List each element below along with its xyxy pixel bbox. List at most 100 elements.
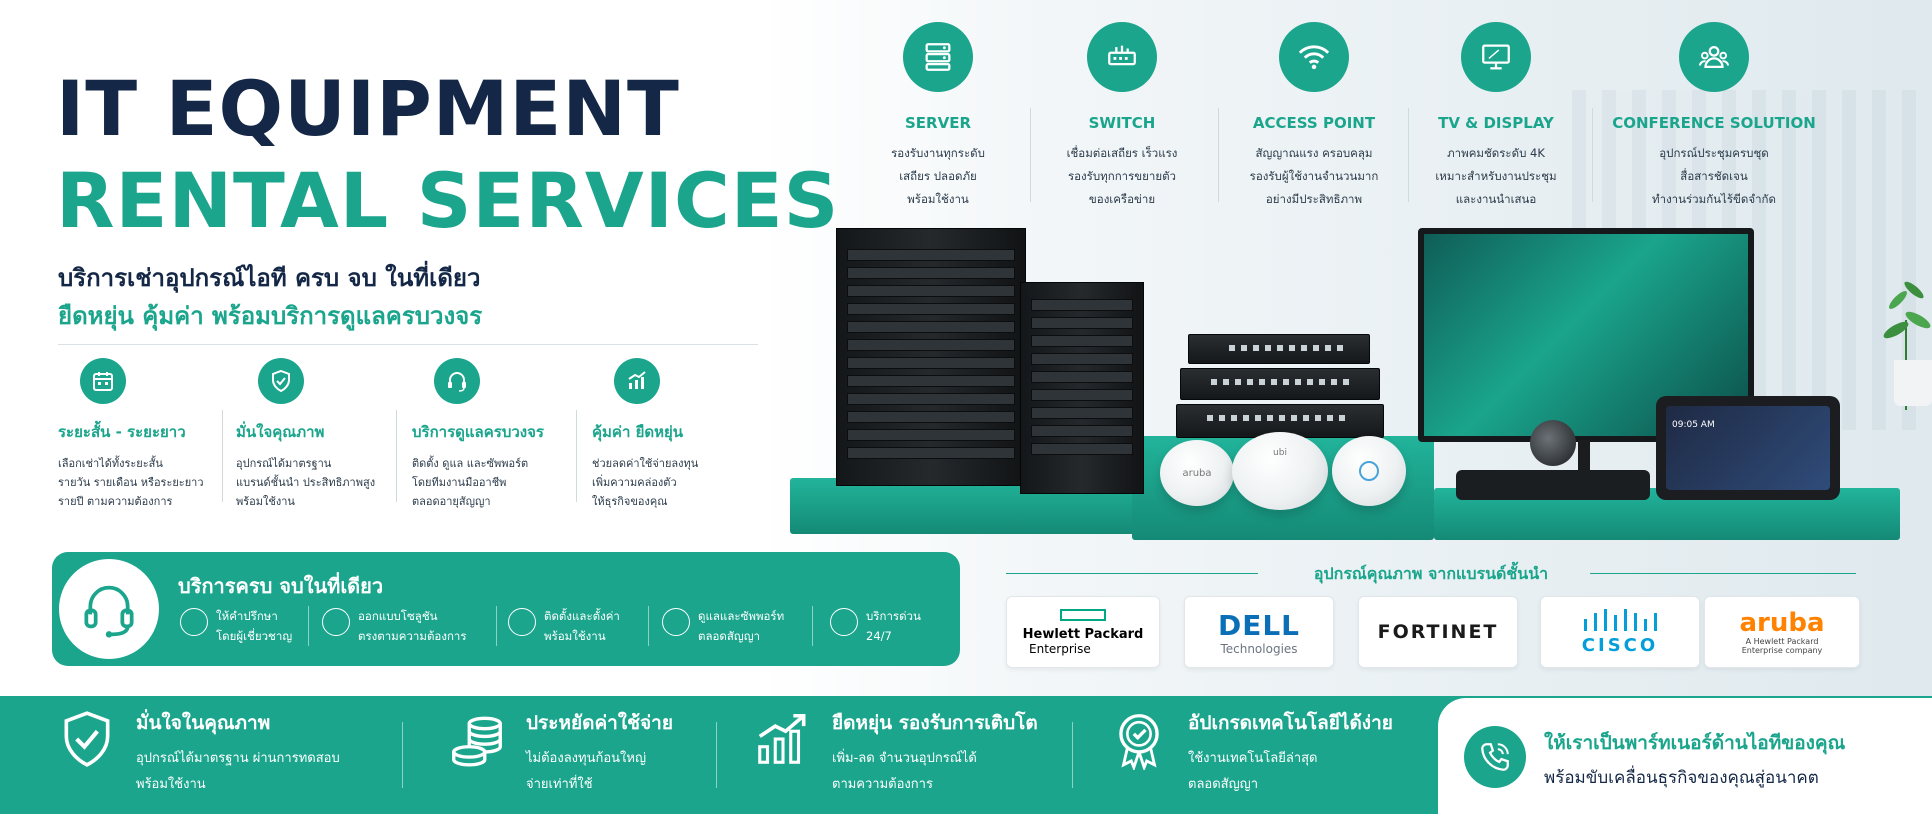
server-rack (836, 228, 1026, 486)
feature-desc: เลือกเช่าได้ทั้งระยะสั้นรายวัน รายเดือน … (58, 457, 204, 508)
conference-soundbar (1456, 470, 1650, 500)
category-conference[interactable]: CONFERENCE SOLUTION อุปกรณ์ประชุมครบชุดส… (1582, 22, 1846, 211)
benefit-upgrade: อัปเกรดเทคโนโลยีได้ง่าย ใช้งานเทคโนโลยีล… (1108, 708, 1393, 798)
feature-rental-term: ระยะสั้น - ระยะยาว เลือกเช่าได้ทั้งระยะส… (58, 358, 228, 511)
category-title: CONFERENCE SOLUTION (1612, 114, 1816, 132)
benefit-flexible: ยืดหยุ่น รองรับการเติบโต เพิ่ม-ลด จำนวนอ… (752, 708, 1038, 798)
cisco-bars-icon (1584, 608, 1657, 631)
brand-aruba: aruba A Hewlett Packard Enterprise compa… (1704, 596, 1860, 668)
benefit-desc: ไม่ต้องลงทุนก้อนใหญ่จ่ายเท่าที่ใช้ (526, 751, 647, 792)
access-point-aruba: aruba (1160, 440, 1234, 506)
feature-desc: ช่วยลดค่าใช้จ่ายลงทุนเพิ่มความคล่องตัวให… (592, 457, 699, 508)
category-switch[interactable]: SWITCH เชื่อมต่อเสถียร เร็วแรงรองรับทุกก… (1032, 22, 1212, 211)
feature-desc: อุปกรณ์ได้มาตรฐานแบรนด์ชั้นนำ ประสิทธิภา… (236, 457, 376, 508)
benefit-title: ประหยัดค่าใช้จ่าย (526, 712, 673, 734)
brand-hpe: Hewlett Packard Enterprise (1006, 596, 1160, 668)
subheadline-1: บริการเช่าอุปกรณ์ไอที ครบ จบ ในที่เดียว (58, 264, 481, 292)
calendar-icon (80, 358, 126, 404)
feature-title: มั่นใจคุณภาพ (236, 423, 325, 441)
service-separator (648, 606, 649, 646)
category-separator (1592, 108, 1593, 202)
category-title: ACCESS POINT (1252, 114, 1376, 132)
feature-separator (222, 410, 223, 502)
design-icon (322, 608, 350, 636)
service-strip-title: บริการครบ จบในที่เดียว (178, 574, 384, 598)
partner-subtitle: พร้อมขับเคลื่อนธุรกิจของคุณสู่อนาคต (1544, 768, 1819, 788)
tv-stand (1578, 440, 1590, 474)
subheadline-2: ยืดหยุ่น คุ้มค่า พร้อมบริการดูแลครบวงจร (58, 302, 483, 330)
category-desc: เชื่อมต่อเสถียร เร็วแรงรองรับทุกการขยายต… (1066, 146, 1178, 206)
feature-quality: มั่นใจคุณภาพ อุปกรณ์ได้มาตรฐานแบรนด์ชั้น… (236, 358, 406, 511)
category-desc: อุปกรณ์ประชุมครบชุดสื่อสารชัดเจนทำงานร่ว… (1652, 146, 1776, 206)
benefit-title: อัปเกรดเทคโนโลยีได้ง่าย (1188, 712, 1393, 734)
benefit-separator (716, 722, 717, 788)
growth-chart-icon (614, 358, 660, 404)
network-switch (1180, 368, 1380, 400)
benefit-desc: อุปกรณ์ได้มาตรฐาน ผ่านการทดสอบพร้อมใช้งา… (136, 751, 340, 792)
support-icon (662, 608, 690, 636)
switch-icon (1087, 22, 1157, 92)
conference-icon (1679, 22, 1749, 92)
advice-icon (180, 608, 208, 636)
feature-full-service: บริการดูแลครบวงจร ติดตั้ง ดูแล และซัพพอร… (412, 358, 582, 511)
service-item-support: ดูแลและซัพพอร์ทตลอดสัญญา (662, 606, 784, 646)
headline-line-1: IT EQUIPMENT (56, 64, 680, 153)
headset-icon (434, 358, 480, 404)
feature-value: คุ้มค่า ยืดหยุ่น ช่วยลดค่าใช้จ่ายลงทุนเพ… (592, 358, 762, 511)
shield-check-icon (56, 708, 118, 770)
benefit-separator (402, 722, 403, 788)
service-separator (496, 606, 497, 646)
access-point-ubi: ubi (1232, 432, 1328, 510)
benefit-title: ยืดหยุ่น รองรับการเติบโต (832, 712, 1038, 734)
coins-icon (446, 708, 508, 770)
service-item-install: ติดตั้งและตั้งค่าพร้อมใช้งาน (508, 606, 620, 646)
plant-pot (1894, 360, 1932, 406)
24-7-icon (830, 608, 858, 636)
category-separator (1408, 108, 1409, 202)
benefit-desc: ใช้งานเทคโนโลยีล่าสุดตลอดสัญญา (1188, 751, 1318, 792)
service-item-advice: ให้คำปรึกษาโดยผู้เชี่ยวชาญ (180, 606, 292, 646)
install-icon (508, 608, 536, 636)
server-icon (903, 22, 973, 92)
feature-separator (396, 410, 397, 502)
feature-title: คุ้มค่า ยืดหยุ่น (592, 423, 684, 441)
category-server[interactable]: SERVER รองรับงานทุกระดับเสถียร ปลอดภัยพร… (848, 22, 1028, 211)
service-item-design: ออกแบบโซลูชันตรงตามความต้องการ (322, 606, 467, 646)
category-title: TV & DISPLAY (1438, 114, 1554, 132)
benefit-title: มั่นใจในคุณภาพ (136, 712, 271, 734)
growth-chart-icon (752, 708, 814, 770)
brand-title-line (1006, 573, 1258, 574)
category-access-point[interactable]: ACCESS POINT สัญญาณแรง ครอบคลุมรองรับผู้… (1224, 22, 1404, 211)
wifi-icon (1279, 22, 1349, 92)
brand-fortinet: FORTINET (1358, 596, 1518, 668)
category-desc: สัญญาณแรง ครอบคลุมรองรับผู้ใช้งานจำนวนมา… (1249, 146, 1379, 206)
brand-title-line (1590, 573, 1856, 574)
category-title: SWITCH (1088, 114, 1156, 132)
feature-separator (576, 410, 577, 502)
category-separator (1030, 108, 1031, 202)
category-separator (1218, 108, 1219, 202)
divider (58, 344, 758, 345)
tablet-controller: 09:05 AM (1656, 396, 1840, 500)
benefit-desc: เพิ่ม-ลด จำนวนอุปกรณ์ได้ตามความต้องการ (832, 751, 977, 792)
access-point-round (1332, 436, 1406, 506)
server-rack-small (1020, 282, 1144, 494)
feature-title: ระยะสั้น - ระยะยาว (58, 423, 186, 441)
brand-dell: DELL Technologies (1184, 596, 1334, 668)
service-strip (52, 552, 960, 666)
shield-check-icon (258, 358, 304, 404)
brands-title: อุปกรณ์คุณภาพ จากแบรนด์ชั้นนำ (1313, 564, 1549, 583)
feature-title: บริการดูแลครบวงจร (412, 423, 544, 441)
benefit-separator (1072, 722, 1073, 788)
partner-title: ให้เราเป็นพาร์ทเนอร์ด้านไอทีของคุณ (1544, 732, 1846, 754)
benefit-cost-saving: ประหยัดค่าใช้จ่าย ไม่ต้องลงทุนก้อนใหญ่จ่… (446, 708, 673, 798)
network-switch (1188, 334, 1370, 364)
conference-camera (1530, 420, 1576, 466)
category-desc: รองรับงานทุกระดับเสถียร ปลอดภัยพร้อมใช้ง… (891, 146, 985, 206)
headset-icon (56, 556, 162, 662)
brand-cisco: CISCO (1540, 596, 1700, 668)
headline-line-2: RENTAL SERVICES (56, 156, 840, 245)
phone-icon[interactable] (1464, 726, 1526, 788)
